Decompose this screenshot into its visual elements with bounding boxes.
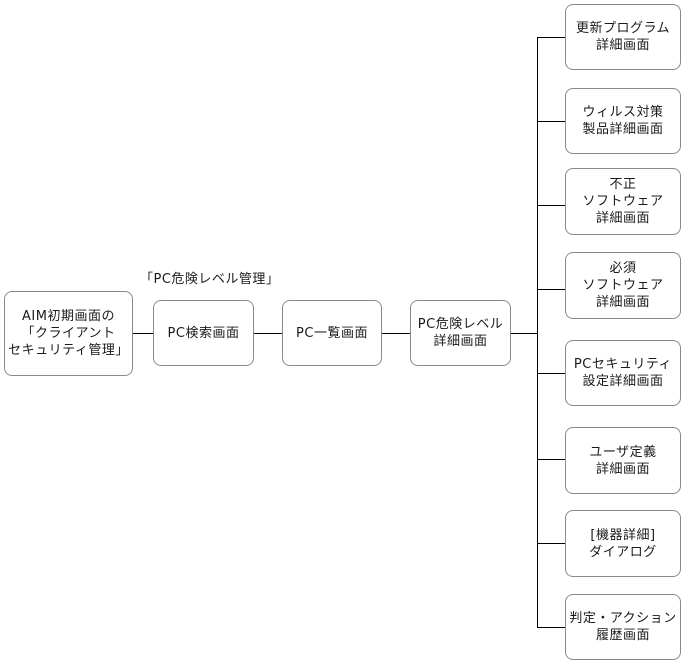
node-text-line: 詳細画面 bbox=[595, 38, 650, 53]
node-text-line: 製品詳細画面 bbox=[582, 122, 664, 137]
node-text-line: ソフトウェア bbox=[582, 278, 664, 293]
node-text-line: ユーザ定義 bbox=[589, 444, 657, 460]
node-text-line: 「クライアント bbox=[21, 326, 116, 341]
node-text-line: セキュリティ管理」 bbox=[8, 343, 129, 358]
node-text-line: 詳細画面 bbox=[595, 461, 650, 477]
node-text-line: PC検索画面 bbox=[167, 325, 240, 341]
node-text-line: 詳細画面 bbox=[595, 211, 650, 226]
branch-trunk bbox=[537, 37, 538, 627]
node-text-line: 判定・アクション bbox=[569, 611, 677, 626]
pc-risk-level-detail-node: PC危険レベル 詳細画面 bbox=[410, 300, 511, 366]
node-text-line: ダイアログ bbox=[589, 544, 657, 560]
branch-stub-5 bbox=[537, 373, 565, 374]
branch-stub-2 bbox=[537, 121, 565, 122]
branch-stub-7 bbox=[537, 543, 565, 544]
node-text-line: ウィルス対策 bbox=[582, 105, 664, 120]
aim-initial-screen-node: AIM初期画面の 「クライアント セキュリティ管理」 bbox=[4, 291, 133, 376]
node-text-line: AIM初期画面の bbox=[22, 309, 115, 324]
user-defined-detail-node: ユーザ定義 詳細画面 bbox=[565, 427, 681, 494]
unauthorized-software-detail-node: 不正 ソフトウェア 詳細画面 bbox=[565, 168, 681, 235]
node-text-line: 不正 bbox=[609, 177, 637, 192]
device-detail-dialog-node: [機器詳細] ダイアログ bbox=[565, 510, 681, 577]
pc-list-screen-node: PC一覧画面 bbox=[282, 300, 382, 366]
connector-aim-to-search bbox=[133, 333, 153, 334]
node-text-line: 必須 bbox=[609, 261, 637, 276]
node-text-line: PC一覧画面 bbox=[296, 325, 368, 341]
node-text-line: 詳細画面 bbox=[595, 295, 650, 310]
update-program-detail-node: 更新プログラム 詳細画面 bbox=[565, 4, 681, 70]
node-text-line: PC危険レベル bbox=[417, 317, 504, 332]
node-text-line: 更新プログラム bbox=[575, 21, 671, 36]
node-text-line: 履歴画面 bbox=[595, 628, 650, 643]
pc-security-setting-detail-node: PCセキュリティ 設定詳細画面 bbox=[565, 340, 681, 406]
connector-list-to-detail bbox=[382, 333, 410, 334]
node-text-line: PCセキュリティ bbox=[573, 357, 673, 372]
node-text-line: [機器詳細] bbox=[590, 527, 656, 543]
branch-stub-1 bbox=[537, 37, 565, 38]
pc-search-screen-node: PC検索画面 bbox=[153, 300, 254, 366]
connector-detail-to-trunk bbox=[511, 333, 538, 334]
branch-stub-4 bbox=[537, 289, 565, 290]
node-text-line: 設定詳細画面 bbox=[582, 374, 664, 389]
required-software-detail-node: 必須 ソフトウェア 詳細画面 bbox=[565, 252, 681, 319]
connector-search-to-list bbox=[254, 333, 282, 334]
node-text-line: ソフトウェア bbox=[582, 194, 664, 209]
branch-stub-3 bbox=[537, 205, 565, 206]
node-text-line: 詳細画面 bbox=[433, 334, 488, 349]
judgment-action-history-node: 判定・アクション 履歴画面 bbox=[565, 594, 681, 660]
antivirus-product-detail-node: ウィルス対策 製品詳細画面 bbox=[565, 88, 681, 154]
branch-stub-6 bbox=[537, 459, 565, 460]
section-caption: 「PC危険レベル管理」 bbox=[140, 272, 280, 287]
branch-stub-8 bbox=[537, 627, 565, 628]
